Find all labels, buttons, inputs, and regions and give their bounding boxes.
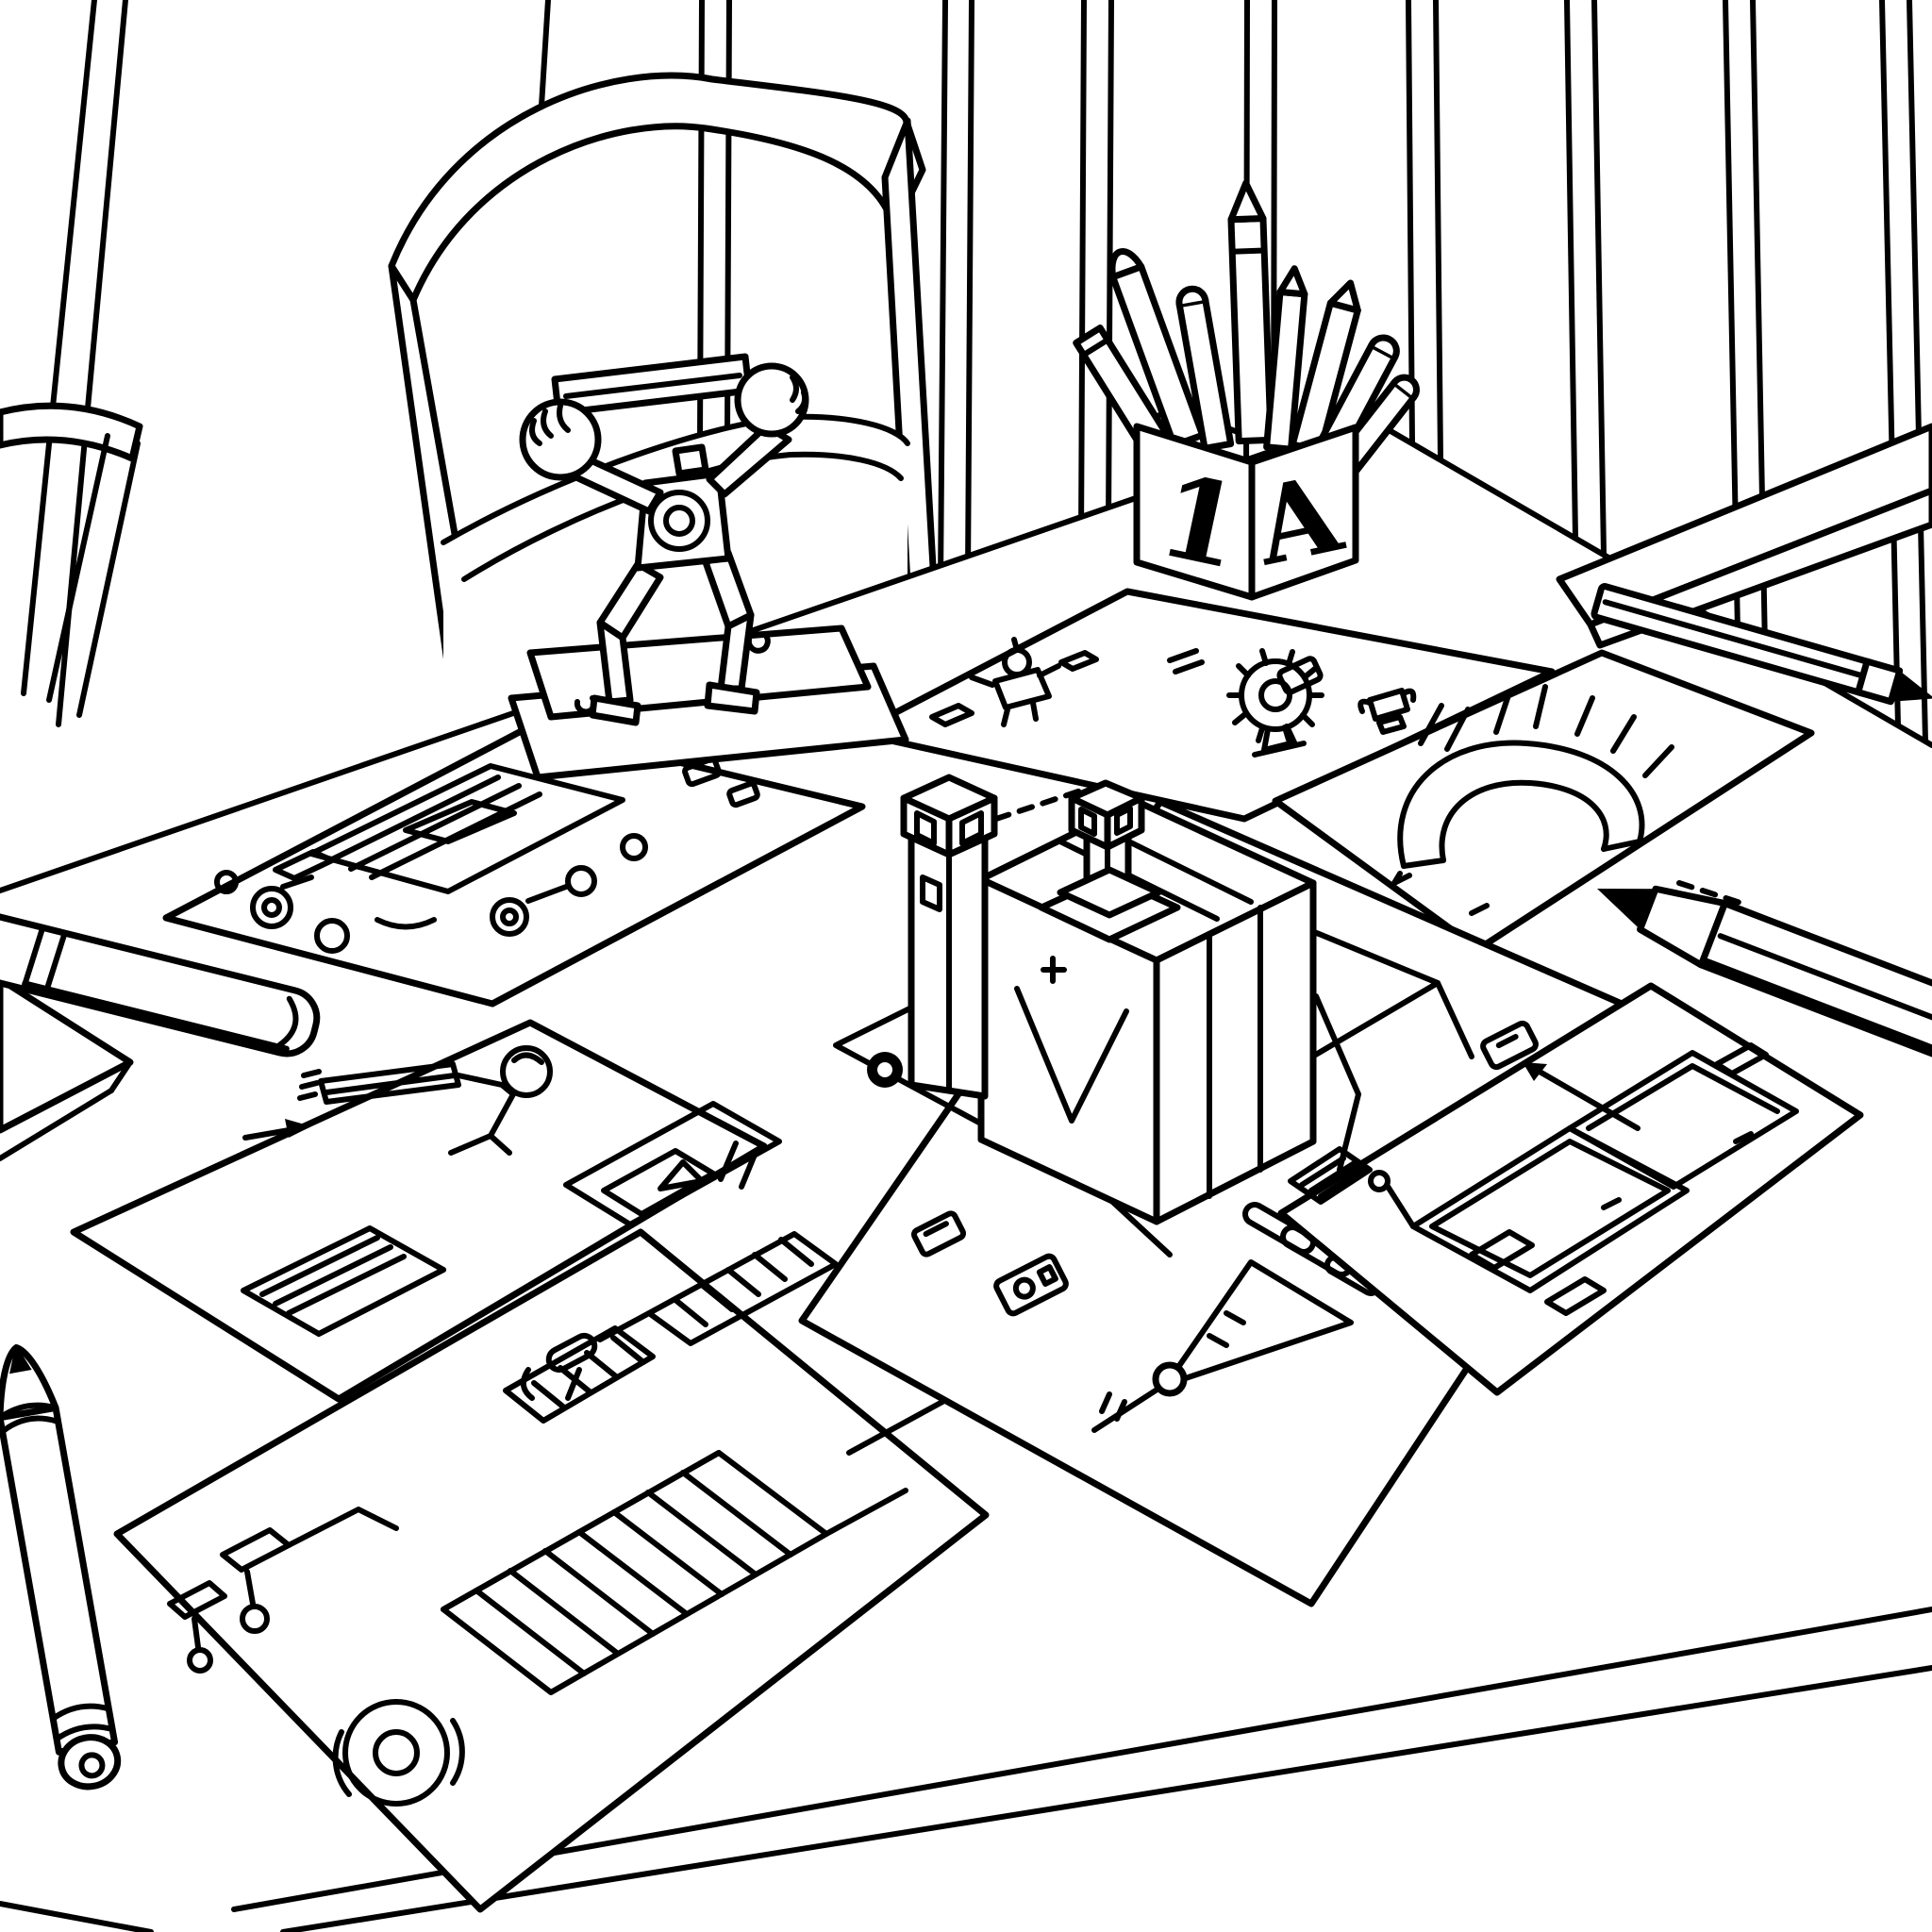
table-front-edge-band [280, 1665, 1932, 1932]
torso-ring [648, 490, 710, 552]
washer-circle [342, 1699, 450, 1807]
pencil-tip-icon [9, 1343, 32, 1374]
paper-top-left [162, 723, 866, 1008]
table-corner-line [0, 1901, 154, 1932]
chip-icon [726, 780, 760, 808]
pencil-cup: 1 A [1073, 179, 1420, 601]
chip-icon [1276, 656, 1324, 695]
hatched-component [1288, 1146, 1373, 1205]
paper-top-center [853, 588, 1556, 823]
paper-left-middle [70, 1019, 782, 1403]
pencil-bottom-left [0, 1343, 122, 1790]
chip-icon [1480, 1020, 1539, 1071]
trophy-head [672, 443, 709, 477]
funnel-cart [1163, 1259, 1354, 1388]
notepad-top-right [1556, 423, 1932, 706]
pencil-stick [1175, 285, 1235, 452]
tall-crayon-stick [1227, 179, 1274, 445]
marker-left [0, 908, 321, 1058]
chip-icon [993, 1253, 1069, 1317]
chair-crest-rail [388, 72, 926, 304]
board-left-edge [0, 975, 134, 1161]
pencil-right [1597, 885, 1932, 1110]
trophy [508, 353, 909, 781]
paper-center-right [1277, 982, 1864, 1396]
v-notch [1014, 986, 1129, 1124]
pencil-on-notepad [1591, 583, 1932, 706]
board-2 [1567, 1050, 1799, 1190]
crayon-stick [1263, 265, 1308, 453]
crayon-stick [1108, 248, 1207, 449]
arrow-icon [1523, 1062, 1547, 1081]
eraser-end [58, 1734, 122, 1790]
paper-top-right [1272, 649, 1815, 953]
pencil-tip-icon [1890, 671, 1932, 702]
arrow-icon [285, 1119, 311, 1138]
chip-icon [910, 1210, 967, 1257]
plate-hole [867, 1052, 903, 1088]
robot-arm-head [500, 1045, 553, 1098]
toy-block [900, 774, 1317, 1225]
left-chair [0, 0, 143, 727]
paper-bottom-left [113, 1228, 990, 1913]
cup-right-face [1248, 424, 1359, 601]
